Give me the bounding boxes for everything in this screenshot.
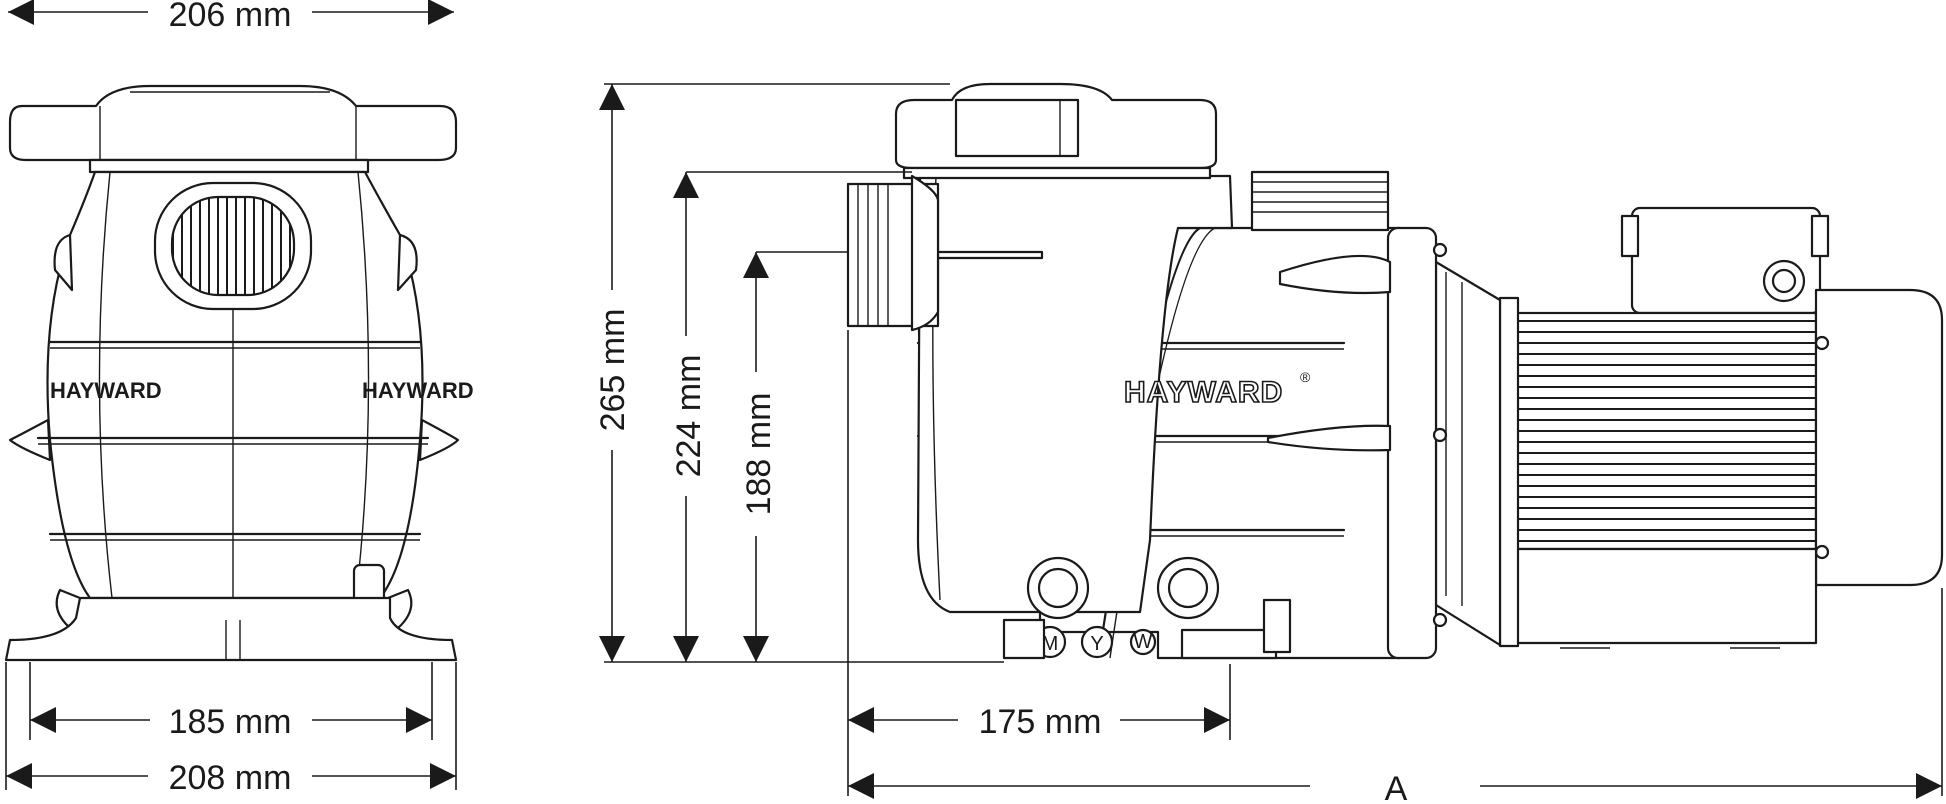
side-brand-registered: ®	[1300, 369, 1311, 385]
front-view: HAYWARD HAYWARD	[4, 84, 474, 662]
dim-overall-length-label: A	[1385, 770, 1408, 804]
dimension-lines: 206 mm 185 mm 208 mm 265 mm 224 mm 188 m…	[5, 0, 1943, 804]
side-base-leg	[1262, 598, 1292, 654]
pump-lug-mid	[1266, 424, 1392, 452]
dim-top-width-label: 206 mm	[169, 0, 292, 34]
dim-base-depth-label: 175 mm	[979, 703, 1102, 741]
valve-mark-w: W	[1134, 631, 1153, 653]
motor-fins	[1514, 311, 1818, 551]
outlet-threads	[1252, 181, 1388, 213]
front-lid	[8, 84, 458, 162]
motor-lower-housing	[1514, 547, 1818, 645]
front-lug-left-mid	[8, 418, 52, 462]
flange-bolt-3	[1432, 612, 1448, 628]
side-base-right	[1180, 628, 1278, 660]
flange-bolt-1	[1432, 242, 1448, 258]
dim-base-outer-label: 208 mm	[169, 759, 292, 797]
motor-fan-cover	[1814, 288, 1944, 587]
pump-volute-flange	[1386, 226, 1438, 660]
drain-plug-right-inner	[1167, 567, 1209, 609]
front-base-post	[225, 620, 241, 660]
valve-mark-y: Y	[1090, 633, 1103, 655]
side-base-left	[1002, 618, 1046, 660]
motor-flange	[1498, 296, 1520, 648]
side-brand-logo: HAYWARD	[1124, 376, 1283, 409]
cable-gland-inner	[1771, 268, 1797, 294]
outlet-port	[1250, 170, 1390, 232]
front-lug-right-top	[396, 233, 418, 292]
front-lid-collar	[88, 158, 370, 174]
dim-base-inner-label: 185 mm	[169, 703, 292, 741]
front-lid-ribs	[99, 106, 357, 160]
front-brand-right: HAYWARD	[362, 378, 474, 403]
dim-overall-height-label: 265 mm	[594, 309, 632, 432]
inlet-elbow	[910, 174, 940, 332]
front-inlet-grille	[170, 195, 296, 297]
terminal-box-tab-right	[1810, 214, 1830, 258]
valve-mark-w-circle	[1129, 628, 1157, 656]
valve-mark-y-circle	[1080, 625, 1114, 659]
motor-bolt-bottom	[1814, 544, 1830, 560]
pump-lug-top	[1278, 254, 1392, 295]
front-base	[4, 596, 458, 662]
strainer-housing	[916, 174, 1234, 614]
valve-mark-m: M	[1042, 633, 1059, 655]
side-view: HAYWARD ® M Y W	[846, 82, 1944, 660]
terminal-box-tab-left	[1620, 214, 1640, 258]
motor-bolt-top	[1814, 335, 1830, 351]
dim-outlet-height-label: 188 mm	[740, 393, 778, 516]
side-lid-center	[954, 98, 1080, 158]
front-lug-right-mid	[418, 418, 460, 462]
inlet-threads	[857, 184, 889, 326]
drain-plug-left-inner	[1037, 567, 1079, 609]
front-lug-left-top	[53, 233, 74, 292]
side-lid-collar	[902, 166, 1212, 180]
front-brand-left: HAYWARD	[50, 378, 162, 403]
dim-inlet-height-label: 224 mm	[670, 355, 708, 478]
front-body-contour	[98, 171, 370, 599]
flange-bolt-2	[1432, 427, 1448, 443]
